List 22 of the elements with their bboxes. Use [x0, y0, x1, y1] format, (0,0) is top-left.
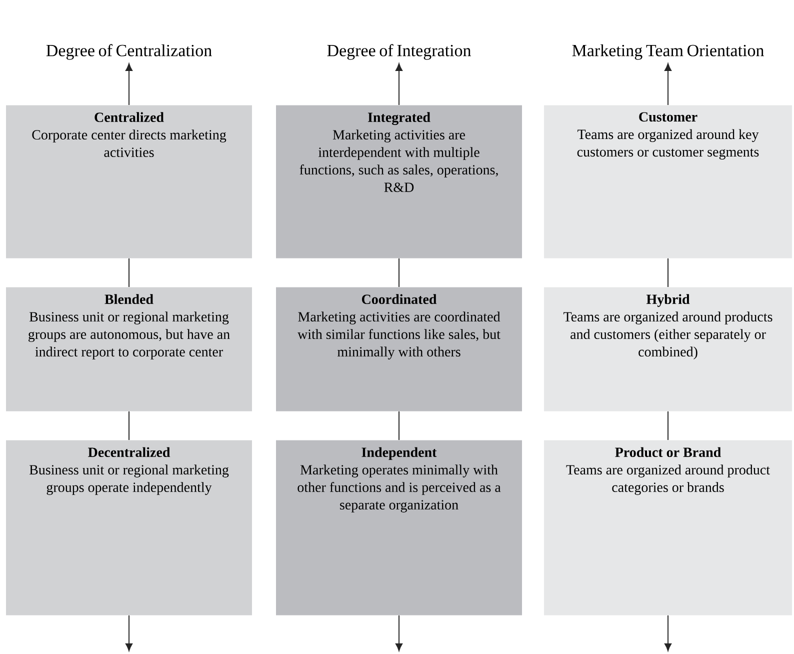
category-box: Customer Teams are organized around key customers or customer segments	[544, 105, 792, 258]
arrow	[664, 63, 672, 106]
connector-line	[398, 410, 400, 440]
arrow	[395, 63, 403, 106]
arrow	[125, 614, 133, 652]
axis-title: Degree of Integration	[327, 44, 472, 60]
axis-title: Marketing Team Orientation	[572, 44, 764, 60]
arrow	[395, 614, 403, 652]
connector-line	[128, 410, 130, 440]
connector-line	[128, 258, 130, 288]
category-box: Blended Business unit or regional marketing groups are autonomous, but have an indirect report to corporate center	[6, 287, 252, 412]
arrow	[664, 614, 672, 652]
category-box: Product or Brand Teams are organized around product categories or brands	[544, 440, 792, 616]
category-box: Decentralized Business unit or regional marketing groups operate independently	[6, 440, 252, 616]
axis-title: Degree of Centralization	[46, 44, 212, 60]
connector-line	[398, 258, 400, 288]
category-box: Coordinated Marketing activities are coordinated with similar functions like sales, but minimally with others	[276, 287, 522, 412]
arrow	[125, 63, 133, 106]
category-box: Centralized Corporate center directs marketing activities	[6, 105, 252, 258]
category-box: Integrated Marketing activities are interdependent with multiple functions, such as sales, operations, R&D	[276, 105, 522, 258]
category-box: Independent Marketing operates minimally with other functions and is perceived as a separate organization	[276, 440, 522, 616]
category-box: Hybrid Teams are organized around products and customers (either separately or combined)	[544, 287, 792, 412]
